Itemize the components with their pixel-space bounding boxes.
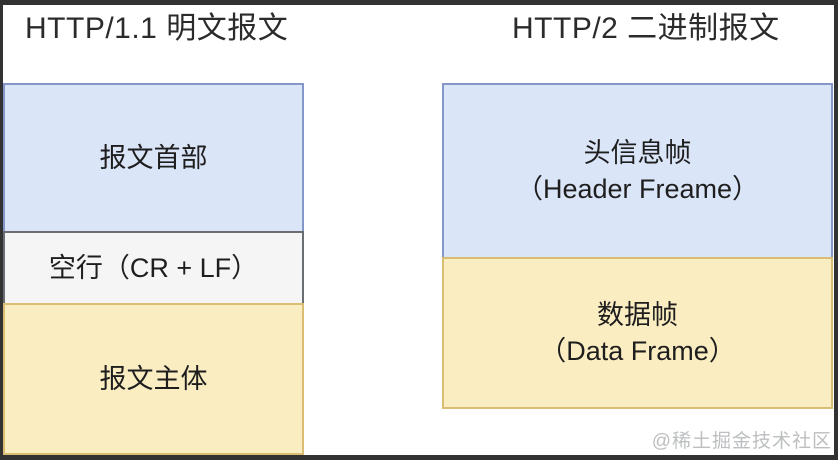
http2-header-frame-label-zh: 头信息帧 (583, 138, 692, 168)
http2-header-frame-box: 头信息帧 （Header Freame） (442, 83, 833, 259)
http2-message-stack: 头信息帧 （Header Freame） 数据帧 （Data Frame） (442, 83, 833, 409)
http11-header-label: 报文首部 (99, 143, 208, 173)
http2-data-frame-label-en: （Data Frame） (539, 336, 736, 366)
http11-message-stack: 报文首部 空行（CR + LF） 报文主体 (3, 83, 304, 455)
http11-body-box: 报文主体 (3, 303, 304, 455)
http2-data-frame-box: 数据帧 （Data Frame） (442, 257, 833, 409)
http11-body-label: 报文主体 (99, 364, 208, 394)
http11-header-box: 报文首部 (3, 83, 304, 233)
http2-data-frame-label-zh: 数据帧 (597, 300, 678, 330)
left-panel-title: HTTP/1.1 明文报文 (25, 12, 289, 45)
watermark: @稀土掘金技术社区 (651, 431, 832, 452)
http2-header-frame-label-en: （Header Freame） (515, 174, 760, 204)
diagram-canvas: HTTP/1.1 明文报文 HTTP/2 二进制报文 报文首部 空行（CR + … (3, 5, 834, 455)
http11-empty-line-box: 空行（CR + LF） (3, 231, 304, 305)
http11-empty-line-label: 空行（CR + LF） (48, 253, 259, 283)
right-panel-title: HTTP/2 二进制报文 (512, 12, 780, 45)
